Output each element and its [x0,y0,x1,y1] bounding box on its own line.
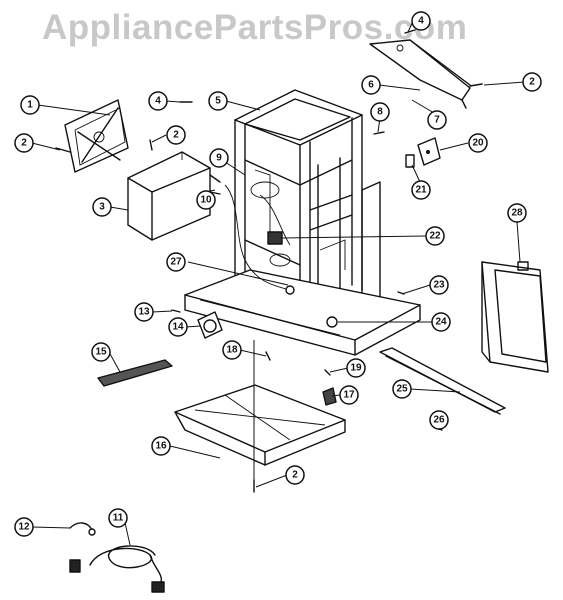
callout-19: 19 [346,358,366,378]
callout-number: 2 [292,470,298,481]
callout-number: 20 [472,138,484,149]
callout-28: 28 [507,203,527,223]
callout-7: 7 [427,110,447,130]
panel-part-28[interactable] [481,261,549,373]
bracket-part-6[interactable] [369,39,471,109]
callout-3: 3 [92,197,112,217]
callout-14: 14 [168,317,188,337]
callout-10: 10 [196,190,216,210]
part-24[interactable] [326,316,338,328]
callout-number: 22 [429,231,441,242]
callout-1: 1 [20,95,40,115]
callout-number: 16 [155,441,167,452]
callout-2: 2 [14,133,34,153]
callout-15: 15 [91,342,111,362]
callout-number: 1 [27,100,33,111]
callout-number: 14 [172,322,184,333]
callout-number: 28 [511,208,523,219]
callout-8: 8 [370,102,390,122]
callout-27: 27 [166,252,186,272]
callout-number: 23 [433,280,445,291]
callout-20: 20 [468,133,488,153]
callout-21: 21 [411,180,431,200]
callout-4: 4 [411,11,431,31]
callout-number: 13 [138,307,150,318]
lamp-part-27[interactable] [285,285,295,295]
callout-number: 10 [200,195,212,206]
callout-5: 5 [208,91,228,111]
callout-4: 4 [148,91,168,111]
cord-clip-part-12[interactable] [69,522,96,536]
callout-number: 26 [433,415,445,426]
callout-24: 24 [431,312,451,332]
base-pan-part-16[interactable] [174,384,346,466]
clip-part-21[interactable] [405,154,415,168]
callout-number: 9 [216,153,222,164]
callout-22: 22 [425,226,445,246]
callout-number: 19 [350,363,362,374]
panel-part-1[interactable] [64,99,129,173]
callout-9: 9 [209,148,229,168]
callout-number: 21 [415,185,427,196]
callout-number: 24 [435,317,447,328]
cabinet-frame[interactable] [184,89,421,356]
callout-2: 2 [285,465,305,485]
power-cord-part-11[interactable] [69,545,165,593]
callout-number: 15 [95,347,107,358]
callout-number: 18 [226,345,238,356]
callout-number: 3 [99,202,105,213]
callout-16: 16 [151,436,171,456]
callout-number: 5 [215,96,221,107]
callout-number: 12 [18,522,30,533]
connector-part-22[interactable] [267,231,283,245]
callout-13: 13 [134,302,154,322]
callout-number: 4 [418,16,424,27]
part-17[interactable] [322,387,337,406]
callout-number: 25 [396,384,408,395]
callout-11: 11 [108,508,128,528]
callout-number: 2 [21,138,27,149]
callout-18: 18 [222,340,242,360]
callout-number: 4 [155,96,161,107]
switch-part-20[interactable] [417,137,441,166]
callout-number: 8 [377,107,383,118]
leader-lines [31,20,525,546]
motor-part-14[interactable] [197,311,223,339]
strip-part-15[interactable] [97,359,173,387]
callout-number: 17 [343,390,355,401]
callout-26: 26 [429,410,449,430]
shield-part-3[interactable] [127,151,221,241]
callout-number: 11 [113,513,124,524]
callout-number: 2 [173,130,179,141]
callout-23: 23 [429,275,449,295]
watermark-text: AppliancePartsPros.com [42,8,468,47]
callout-17: 17 [339,385,359,405]
callout-12: 12 [14,517,34,537]
callout-25: 25 [392,379,412,399]
callout-number: 7 [434,115,440,126]
callout-number: 6 [368,80,374,91]
callout-6: 6 [361,75,381,95]
callout-2: 2 [522,72,542,92]
wire-harness-part-9[interactable] [224,184,291,291]
callout-number: 27 [170,257,182,268]
callout-number: 2 [529,77,535,88]
callout-2: 2 [166,125,186,145]
